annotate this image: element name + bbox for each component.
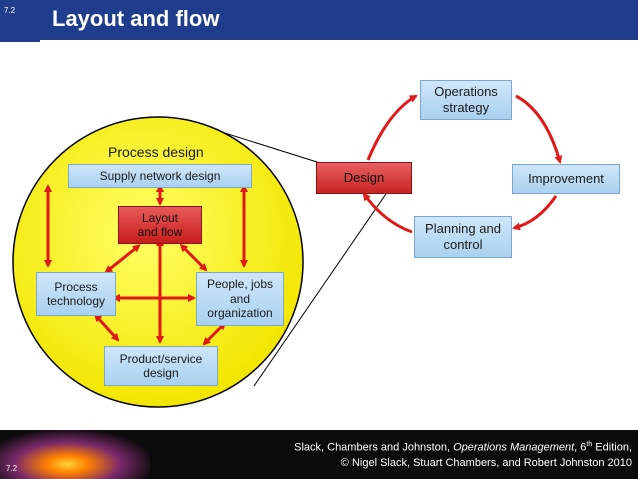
connector-line-bottom xyxy=(253,187,391,387)
arrow-process-product xyxy=(93,313,120,342)
diagram-canvas xyxy=(12,94,563,408)
citation-edition-post: Edition, xyxy=(592,441,632,454)
process-technology-box: Process technology xyxy=(36,272,116,316)
product-service-design-box: Product/service design xyxy=(104,346,218,386)
citation-edition-pre: , 6 xyxy=(574,441,587,454)
supply-network-design-box: Supply network design xyxy=(68,164,252,188)
people-jobs-organization-box: People, jobs and organization xyxy=(196,272,284,326)
arrow-layout-people xyxy=(179,243,208,272)
arrow-people-product xyxy=(202,321,227,346)
arrow-improvement-planning xyxy=(512,195,558,231)
footer-bar xyxy=(0,430,638,479)
slide-title: Layout and flow xyxy=(52,6,220,31)
citation-line-1: Slack, Chambers and Johnston, Operations… xyxy=(240,440,632,456)
citation-text: Slack, Chambers and Johnston, Operations… xyxy=(240,440,632,471)
operations-strategy-box: Operations strategy xyxy=(420,80,512,120)
arrow-strategy-improvement xyxy=(515,94,563,164)
process-design-title: Process design xyxy=(108,144,204,160)
layout-flow-box: Layout and flow xyxy=(118,206,202,244)
planning-control-box: Planning and control xyxy=(414,216,512,258)
improvement-box: Improvement xyxy=(512,164,620,194)
arrow-design-strategy xyxy=(366,94,418,161)
footer-logo-graphic xyxy=(0,430,150,479)
slide-number-top: 7.2 xyxy=(4,6,16,15)
header-rule xyxy=(40,40,638,42)
slide-number-bottom: 7.2 xyxy=(6,464,18,473)
citation-authors: Slack, Chambers and Johnston, xyxy=(294,441,454,454)
arrow-layout-process xyxy=(104,244,141,274)
header-bar xyxy=(0,0,638,42)
citation-book: Operations Management xyxy=(453,441,575,454)
arrow-planning-design xyxy=(362,192,413,234)
design-box: Design xyxy=(316,162,412,194)
citation-edition-sup: th xyxy=(586,441,593,448)
citation-copyright: © Nigel Slack, Stuart Chambers, and Robe… xyxy=(340,457,632,470)
